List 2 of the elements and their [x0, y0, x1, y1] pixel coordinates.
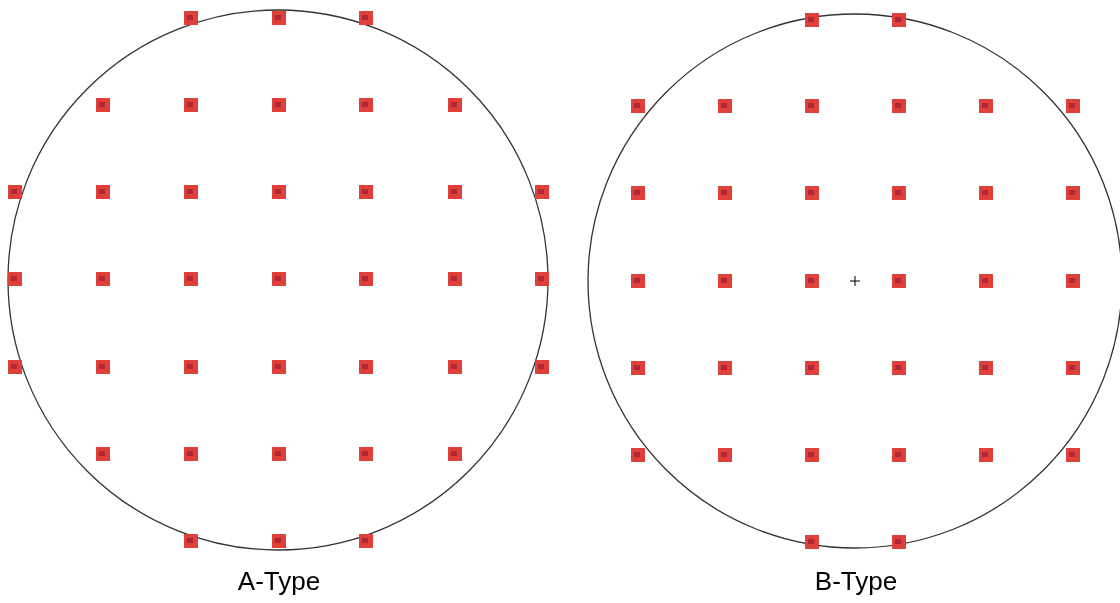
wafer-caption: B-Type: [814, 566, 898, 597]
wafer-caption: A-Type: [237, 566, 321, 597]
